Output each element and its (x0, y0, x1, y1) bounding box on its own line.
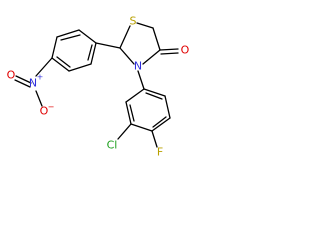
bond-ar2-inner-1 (129, 104, 135, 122)
bond-c2-aryl (95, 42, 121, 49)
bond-ar2-5 (164, 95, 171, 119)
structure-svg: S N O N + O O − Cl F (7, 15, 190, 159)
bond-n-c2 (119, 47, 135, 65)
atom-labels: S N O N + O O − Cl F (7, 15, 190, 159)
atom-sulfur: S (130, 15, 137, 28)
bond-c4-o-b (160, 52, 179, 55)
nitro-oxygen-charge: − (48, 103, 55, 112)
bond-ar2-inner-3 (145, 92, 163, 100)
nitro-nitrogen-charge: + (37, 73, 44, 82)
bond-s-ch2 (136, 22, 154, 29)
atom-chlorine: Cl (107, 139, 118, 152)
bond-ar1-4 (51, 57, 70, 72)
bond-ar1-nitro (35, 57, 53, 77)
bond-ar1-inner-1 (60, 34, 81, 41)
bond-ar2-2 (125, 101, 132, 125)
atom-nitro-nitrogen: N (29, 77, 37, 90)
bond-ar1-1 (78, 29, 97, 44)
bond-ar2-cl (117, 123, 132, 140)
atom-fluorine: F (157, 146, 163, 159)
atom-carbonyl-oxygen: O (181, 44, 190, 57)
bond-ar1-5 (68, 63, 92, 72)
bond-ar2-f (151, 130, 158, 148)
bond-ar1-inner-3 (87, 44, 93, 61)
bond-ar1-3 (51, 36, 58, 59)
molecule-diagram: S N O N + O O − Cl F (0, 0, 223, 170)
atom-ring-nitrogen: N (134, 60, 142, 73)
atom-nitro-oxygen-bottom: O (40, 105, 49, 118)
bonds (14, 22, 179, 148)
bond-n-aryl (137, 70, 145, 90)
bond-nitro-o-top-b (14, 79, 31, 88)
bond-ar1-2 (56, 29, 80, 38)
bond-nitro-o-top-a (15, 75, 32, 84)
bond-c2-s (119, 25, 131, 49)
bond-ar2-inner-2 (152, 116, 167, 128)
bond-c4-n (142, 49, 161, 65)
bond-ar2-4 (151, 117, 171, 132)
bond-ar1-inner-2 (56, 56, 71, 68)
bond-ar2-1 (125, 88, 145, 103)
bond-nitro-o-bottom (35, 90, 43, 107)
bond-ar2-6 (143, 88, 166, 97)
bond-ch2-c4 (152, 27, 161, 51)
bond-ar2-3 (130, 123, 153, 132)
atom-nitro-oxygen-top: O (7, 69, 16, 82)
bond-c4-o-a (159, 48, 179, 51)
bond-ar1-6 (90, 42, 97, 65)
